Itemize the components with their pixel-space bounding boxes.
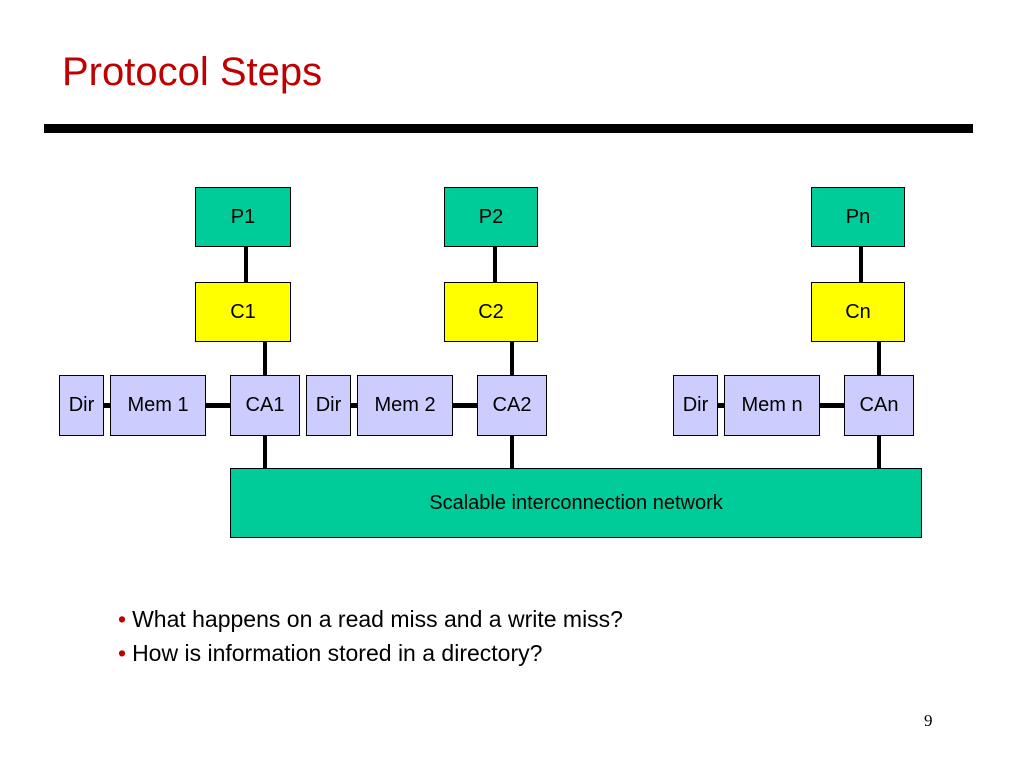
bullet-marker: • xyxy=(118,640,127,666)
directory-n: Dir xyxy=(673,375,718,436)
wire-ca1-network xyxy=(263,435,267,469)
wire-dir2-mem2 xyxy=(350,403,358,408)
wire-c2-ca2 xyxy=(510,341,514,376)
wire-p1-c1 xyxy=(244,246,248,283)
comm-assist-n: CAn xyxy=(844,375,914,436)
processor-1: P1 xyxy=(195,187,291,247)
cache-2: C2 xyxy=(444,282,538,342)
page-number: 9 xyxy=(924,711,933,730)
cache-n: Cn xyxy=(811,282,905,342)
processor-2: P2 xyxy=(444,187,538,247)
bullet-list: •What happens on a read miss and a write… xyxy=(118,602,623,670)
memory-n: Mem n xyxy=(724,375,820,436)
wire-can-network xyxy=(877,435,881,469)
bullet-item: •How is information stored in a director… xyxy=(118,636,623,670)
bullet-text: How is information stored in a directory… xyxy=(132,640,543,666)
interconnection-network: Scalable interconnection network xyxy=(230,468,922,538)
processor-n: Pn xyxy=(811,187,905,247)
directory-1: Dir xyxy=(59,375,104,436)
wire-c1-ca1 xyxy=(263,341,267,376)
cache-1: C1 xyxy=(195,282,291,342)
comm-assist-1: CA1 xyxy=(230,375,300,436)
memory-1: Mem 1 xyxy=(110,375,206,436)
wire-mem1-ca1 xyxy=(205,403,231,408)
bullet-text: What happens on a read miss and a write … xyxy=(132,606,623,632)
directory-2: Dir xyxy=(306,375,351,436)
wire-dir1-mem1 xyxy=(103,403,111,408)
wire-p2-c2 xyxy=(493,246,497,283)
wire-mem2-ca2 xyxy=(452,403,478,408)
memory-2: Mem 2 xyxy=(357,375,453,436)
slide-title: Protocol Steps xyxy=(62,50,323,94)
title-rule xyxy=(44,124,973,133)
wire-memn-can xyxy=(819,403,845,408)
comm-assist-2: CA2 xyxy=(477,375,547,436)
wire-cn-can xyxy=(877,341,881,376)
bullet-item: •What happens on a read miss and a write… xyxy=(118,602,623,636)
wire-dirn-memn xyxy=(717,403,725,408)
wire-ca2-network xyxy=(510,435,514,469)
wire-pn-cn xyxy=(859,246,863,283)
bullet-marker: • xyxy=(118,606,127,632)
